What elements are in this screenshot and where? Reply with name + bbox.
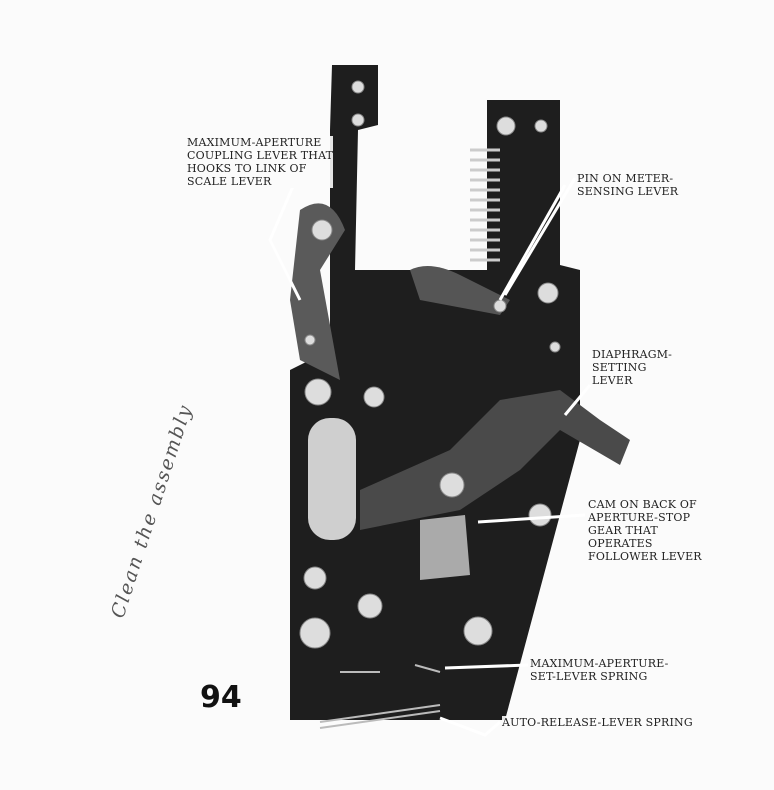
base-plate <box>290 65 580 720</box>
callout-line: HOOKS TO LINK OF <box>187 162 307 175</box>
bottom-springs <box>319 664 441 729</box>
diaphragm-lever <box>360 390 630 530</box>
callout-line: LEVER <box>592 374 633 387</box>
callout-pin-meter-sensing-lever: PIN ON METER- SENSING LEVER <box>577 172 679 198</box>
screws <box>299 80 561 649</box>
coupling-lever <box>290 203 345 380</box>
callout-max-aperture-set-lever-spring: MAXIMUM-APERTURE- SET-LEVER SPRING <box>530 657 669 683</box>
callout-line: OPERATES <box>588 537 653 550</box>
meter-lever <box>410 266 510 315</box>
callout-line: SETTING <box>592 361 647 374</box>
callout-line: CAM ON BACK OF <box>588 498 697 511</box>
callout-line: MAXIMUM-APERTURE- <box>530 657 669 670</box>
slotted-bolt <box>308 418 356 540</box>
callout-diaphragm-setting-lever: DIAPHRAGM- SETTING LEVER <box>592 348 673 387</box>
callout-line: MAXIMUM-APERTURE <box>187 136 322 149</box>
page-number: 94 <box>200 680 242 715</box>
callout-line: PIN ON METER- <box>577 172 674 185</box>
callout-arrows <box>268 169 592 737</box>
cam <box>420 515 470 580</box>
callout-line: COUPLING LEVER THAT <box>187 149 334 162</box>
callout-line: GEAR THAT <box>588 524 658 537</box>
callout-cam-aperture-stop-gear: CAM ON BACK OF APERTURE-STOP GEAR THAT O… <box>588 498 702 563</box>
callout-line: DIAPHRAGM- <box>592 348 673 361</box>
upper-spring <box>470 148 500 262</box>
callout-auto-release-lever-spring: AUTO-RELEASE-LEVER SPRING <box>502 716 693 729</box>
callout-line: AUTO-RELEASE-LEVER SPRING <box>502 716 693 729</box>
callout-line: SCALE LEVER <box>187 175 272 188</box>
callout-line: APERTURE-STOP <box>588 511 691 524</box>
callout-max-aperture-coupling-lever: MAXIMUM-APERTURE COUPLING LEVER THAT HOO… <box>187 136 334 188</box>
callout-line: SENSING LEVER <box>577 185 679 198</box>
callout-line: SET-LEVER SPRING <box>530 670 648 683</box>
callout-line: FOLLOWER LEVER <box>588 550 702 563</box>
